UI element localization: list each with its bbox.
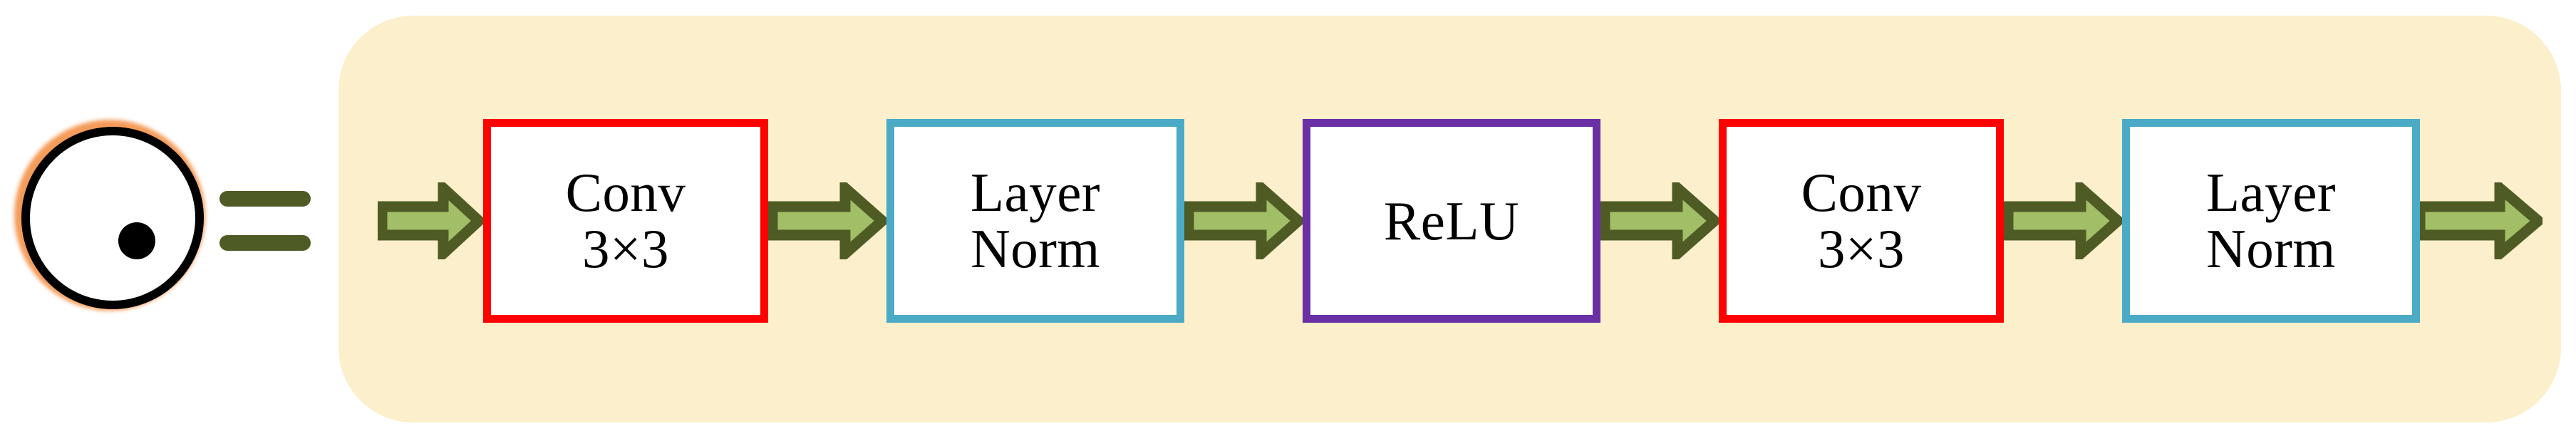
- equals-bar-top: [219, 191, 311, 207]
- equals-bar-bottom: [219, 235, 311, 251]
- node-norm1-line-0: Layer: [970, 162, 1101, 224]
- node-norm2[interactable]: Layer Norm: [2122, 119, 2420, 323]
- node-conv2-line-1: 3×3: [1818, 218, 1905, 279]
- token-symbol: [0, 107, 228, 335]
- node-norm2-line-0: Layer: [2205, 162, 2337, 224]
- node-conv1[interactable]: Conv 3×3: [483, 119, 768, 323]
- arrow-conv1-norm1-icon: [768, 182, 886, 259]
- node-conv2-line-0: Conv: [1801, 162, 1922, 224]
- node-relu[interactable]: ReLU: [1303, 119, 1600, 323]
- pipeline-row: Conv 3×3 Layer Norm ReLU Conv: [378, 110, 2543, 331]
- arrow-norm1-relu-icon: [1184, 182, 1303, 259]
- arrow-relu-conv2-icon: [1600, 182, 1719, 259]
- node-conv2[interactable]: Conv 3×3: [1719, 119, 2004, 323]
- node-norm1-line-1: Norm: [971, 218, 1100, 279]
- arrow-out-icon: [2420, 182, 2543, 259]
- node-conv1-line-0: Conv: [565, 162, 686, 224]
- node-conv1-line-1: 3×3: [582, 218, 669, 279]
- equals-sign-icon: [219, 191, 319, 251]
- node-norm1[interactable]: Layer Norm: [886, 119, 1184, 323]
- token-center-dot-icon: [118, 222, 155, 259]
- node-norm2-line-1: Norm: [2206, 218, 2336, 279]
- arrow-conv2-norm2-icon: [2004, 182, 2122, 259]
- token-ring-icon: [21, 127, 204, 309]
- node-relu-line-0: ReLU: [1383, 190, 1520, 251]
- arrow-in-icon: [378, 182, 483, 259]
